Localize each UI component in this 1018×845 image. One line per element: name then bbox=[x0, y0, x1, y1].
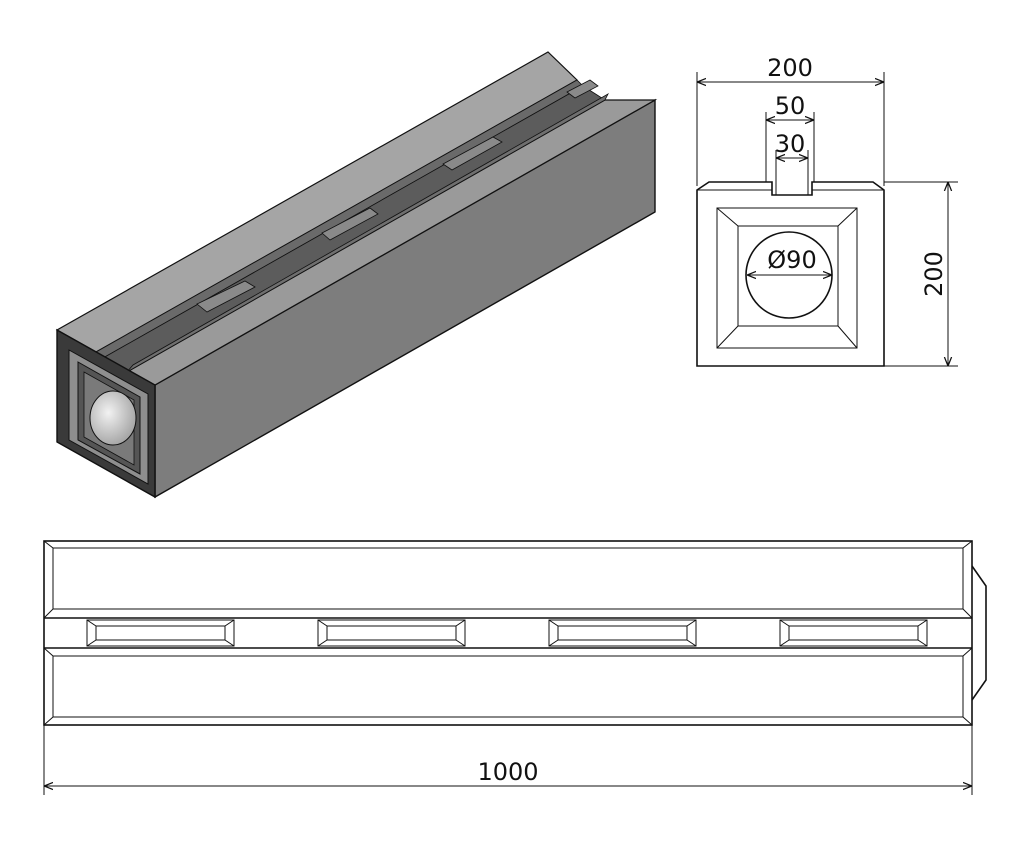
end-view-outline bbox=[696, 181, 885, 367]
dim-pipe-diameter: Ø90 bbox=[767, 246, 816, 274]
iso-slot-block bbox=[442, 136, 503, 171]
dim-length: 1000 bbox=[477, 758, 538, 786]
pipe-opening-icon bbox=[89, 390, 137, 446]
end-view: Ø90 200 50 30 200 bbox=[696, 54, 958, 367]
plan-end-tab bbox=[971, 565, 987, 701]
plan-view: 1000 bbox=[43, 540, 987, 795]
dim-slot-outer: 50 bbox=[775, 92, 806, 120]
isometric-view bbox=[55, 51, 658, 499]
plan-rail-lower bbox=[52, 655, 964, 718]
end-view-frame-inner bbox=[737, 225, 839, 327]
iso-slot-block bbox=[321, 207, 379, 241]
dim-height: 200 bbox=[920, 251, 948, 297]
plan-slot-openings bbox=[86, 619, 928, 647]
iso-rail-right-bevel bbox=[126, 92, 609, 373]
iso-slot-block bbox=[196, 280, 256, 313]
plan-rail-upper bbox=[52, 547, 964, 610]
dim-top-width: 200 bbox=[767, 54, 813, 82]
dim-slot-inner: 30 bbox=[775, 130, 806, 158]
plan-outline bbox=[43, 540, 973, 726]
end-view-frame-outer bbox=[716, 207, 858, 349]
iso-slot-block bbox=[566, 79, 599, 99]
